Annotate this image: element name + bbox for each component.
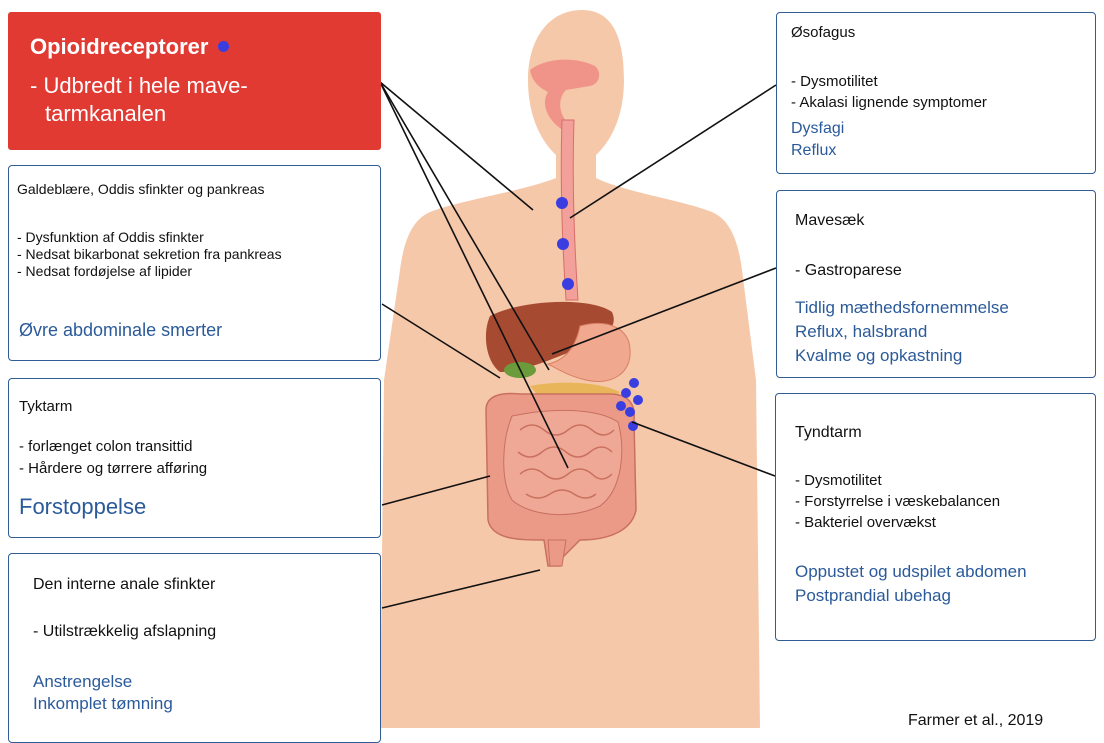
effect-item: - Dysmotilitet (791, 73, 878, 90)
symptom-text: Kvalme og opkastning (795, 346, 962, 366)
receptor-dot (621, 388, 631, 398)
symptom-text: Reflux, halsbrand (795, 322, 927, 342)
receptor-dot (557, 238, 569, 250)
effect-item: - Nedsat fordøjelse af lipider (17, 263, 192, 279)
citation: Farmer et al., 2019 (908, 712, 1043, 730)
symptom-text: Øvre abdominale smerter (19, 320, 222, 341)
effect-item: - forlænget colon transittid (19, 438, 192, 455)
symptom-text: Oppustet og udspilet abdomen (795, 562, 1027, 582)
effect-item: - Dysmotilitet (795, 472, 882, 489)
box-title: Den interne anale sfinkter (33, 576, 215, 594)
effect-item: - Nedsat bikarbonat sekretion fra pankre… (17, 246, 282, 262)
connector-line (380, 82, 533, 210)
symptom-text: Tidlig mæthedsfornemmelse (795, 298, 1009, 318)
opioid-gi-diagram: Opioidreceptorer - Udbredt i hele mave- … (0, 0, 1104, 728)
receptor-dot (562, 278, 574, 290)
receptor-dot (616, 401, 626, 411)
header-line: tarmkanalen (45, 100, 166, 128)
receptor-legend-dot (218, 41, 229, 52)
symptom-text: Inkomplet tømning (33, 694, 173, 714)
box-title: Øsofagus (791, 24, 855, 41)
effect-item: - Akalasi lignende symptomer (791, 94, 987, 111)
box-title: Galdeblære, Oddis sfinkter og pankreas (17, 181, 264, 197)
effect-item: - Gastroparese (795, 262, 902, 280)
box-title: Tyktarm (19, 398, 72, 415)
effect-item: - Forstyrrelse i væskebalancen (795, 493, 1000, 510)
receptor-dot (556, 197, 568, 209)
symptom-text: Postprandial ubehag (795, 586, 951, 606)
symptom-text: Anstrengelse (33, 672, 132, 692)
receptor-dot (625, 407, 635, 417)
header-title: Opioidreceptorer (30, 34, 229, 60)
effect-item: - Dysfunktion af Oddis sfinkter (17, 229, 204, 245)
effect-item: - Utilstrækkelig afslapning (33, 623, 216, 641)
header-line: - Udbredt i hele mave- (30, 72, 248, 100)
symptom-text: Reflux (791, 142, 836, 160)
small-intestine (504, 410, 622, 514)
effect-item: - Bakteriel overvækst (795, 514, 936, 531)
box-title: Mavesæk (795, 212, 864, 230)
symptom-text: Dysfagi (791, 120, 844, 138)
receptor-dot (629, 378, 639, 388)
effect-item: - Hårdere og tørrere afføring (19, 460, 207, 477)
receptor-dot (633, 395, 643, 405)
symptom-text: Forstoppelse (19, 494, 146, 520)
box-title: Tyndtarm (795, 424, 862, 442)
